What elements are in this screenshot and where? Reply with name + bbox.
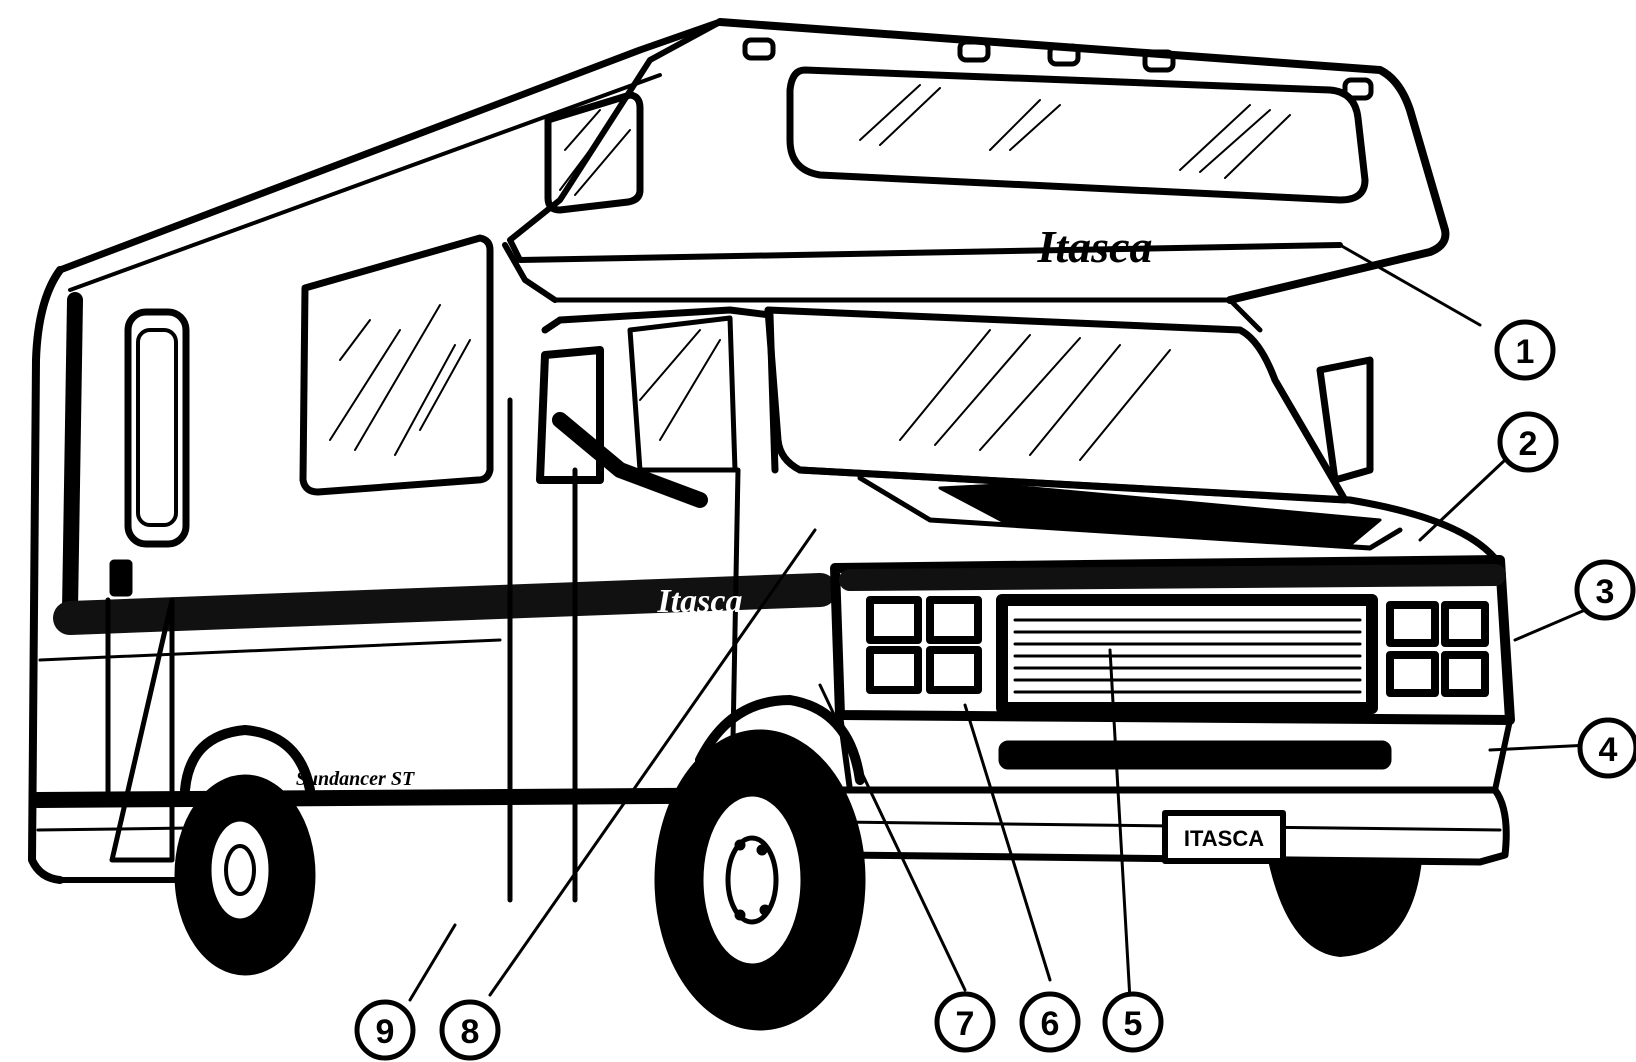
- side-window-large: [303, 238, 490, 492]
- svg-text:Itasca: Itasca: [657, 583, 743, 620]
- callout-6: 6: [1022, 994, 1078, 1050]
- grille: [1002, 600, 1372, 708]
- svg-text:8: 8: [461, 1013, 480, 1051]
- side-model-label: Sundancer ST: [296, 768, 415, 790]
- callout-1: 1: [1497, 322, 1553, 378]
- front-wheel-right: [1270, 860, 1420, 955]
- svg-text:9: 9: [376, 1013, 395, 1051]
- front-wheel: [655, 700, 865, 1030]
- callout-7: 7: [937, 994, 993, 1050]
- svg-text:7: 7: [956, 1005, 975, 1043]
- rear-wheel: [175, 730, 315, 975]
- svg-text:4: 4: [1599, 731, 1618, 769]
- callout-5: 5: [1105, 994, 1161, 1050]
- overcab-bunk: [505, 22, 1445, 330]
- callout-9: 9: [357, 1002, 413, 1058]
- callout-2: 2: [1500, 414, 1556, 470]
- callout-3: 3: [1577, 562, 1633, 618]
- license-plate: ITASCA: [1184, 826, 1264, 851]
- callout-8: 8: [442, 1002, 498, 1058]
- svg-text:Itasca: Itasca: [1037, 221, 1153, 272]
- svg-text:1: 1: [1516, 333, 1535, 371]
- svg-text:6: 6: [1041, 1005, 1060, 1043]
- front-bumper: [832, 715, 1510, 862]
- headlights-right: [1390, 605, 1485, 693]
- headlights-left: [870, 600, 978, 690]
- svg-text:5: 5: [1124, 1005, 1143, 1043]
- entry-door: [108, 312, 186, 860]
- svg-text:3: 3: [1596, 573, 1615, 611]
- overcab-brand-label: Itasca: [1037, 221, 1153, 272]
- svg-text:Sundancer ST: Sundancer ST: [296, 768, 415, 790]
- callout-4: 4: [1580, 720, 1636, 776]
- svg-text:2: 2: [1519, 425, 1538, 463]
- svg-text:ITASCA: ITASCA: [1184, 826, 1264, 851]
- side-brand-label: Itasca: [657, 583, 743, 620]
